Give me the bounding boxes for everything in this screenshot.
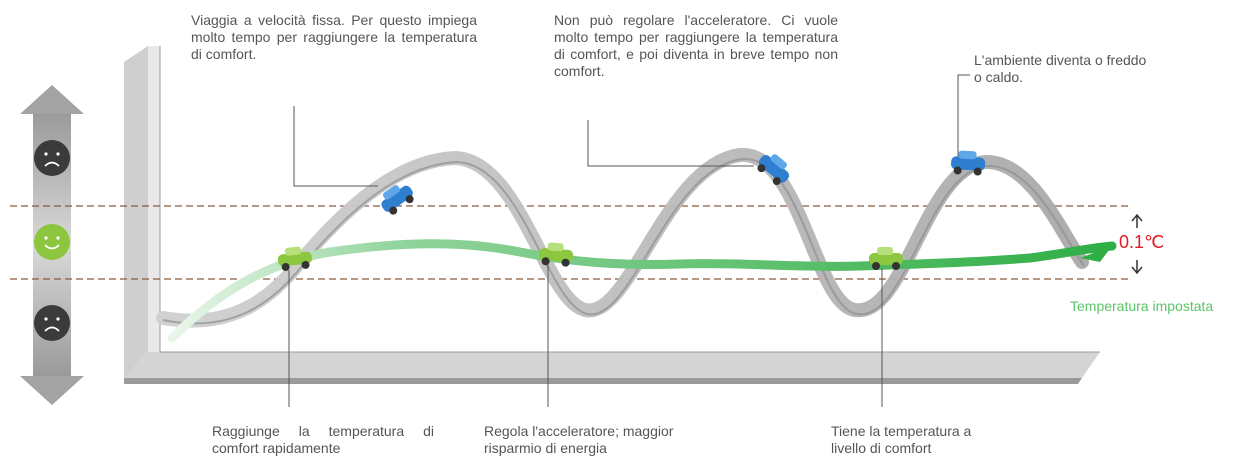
chart-axes xyxy=(124,46,1100,384)
blue-car-icon xyxy=(951,150,986,176)
annotation-environment: L'ambiente diventa o freddo o caldo. xyxy=(974,52,1147,85)
tolerance-arrows xyxy=(1131,213,1143,275)
annotation-reach-fast: Raggiunge la temperatura di comfort rapi… xyxy=(212,423,434,456)
annotation-adjust-throttle: Regola l'acceleratore; maggior risparmio… xyxy=(484,423,674,456)
setpoint-curve xyxy=(167,239,1117,343)
fixed-speed-curve xyxy=(156,148,1089,328)
blue-car-icon xyxy=(757,154,790,186)
green-car-icon xyxy=(277,246,312,272)
comfort-band xyxy=(10,205,1128,280)
fixed-speed-curve-shadow xyxy=(162,157,1085,325)
green-car-icon xyxy=(539,242,574,267)
setpoint-label: Temperatura impostata xyxy=(1070,298,1214,314)
annotation-fixed-speed: Viaggia a velocità fissa. Per questo imp… xyxy=(191,12,477,62)
annotation-no-throttle: Non può regolare l'acceleratore. Ci vuol… xyxy=(554,12,838,79)
leader-lines xyxy=(288,74,970,407)
sad-face-icon xyxy=(34,140,70,176)
happy-face-icon xyxy=(34,224,70,260)
green-car-icon xyxy=(869,247,903,270)
blue-car-icon xyxy=(381,185,414,215)
tolerance-label: 0.1℃ xyxy=(1119,232,1165,252)
sad-face-icon xyxy=(34,305,70,341)
annotation-keep-comfort: Tiene la temperatura a livello di comfor… xyxy=(831,423,972,456)
